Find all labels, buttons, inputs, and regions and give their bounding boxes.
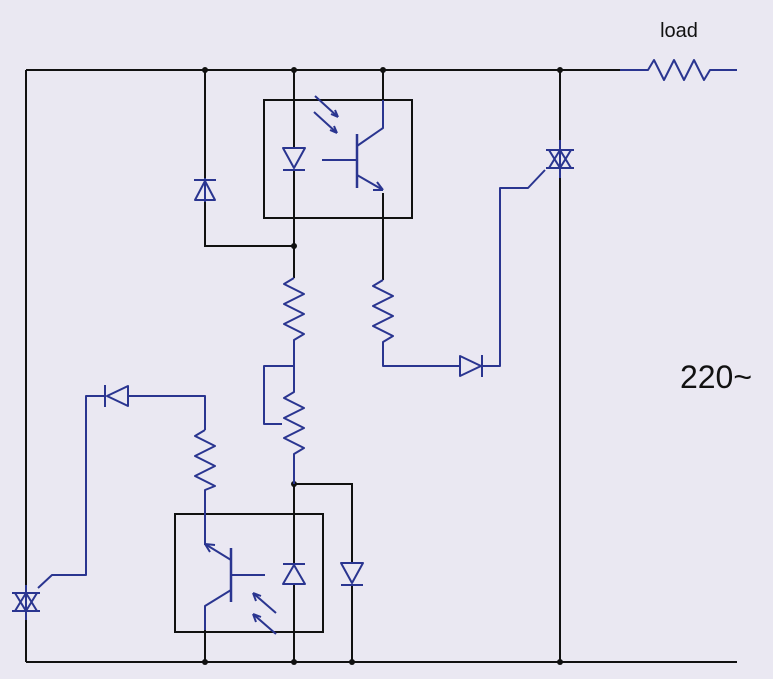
junction-dot	[291, 659, 297, 665]
resistor-upper-center	[283, 277, 305, 366]
optocoupler-bottom-box	[174, 513, 324, 633]
optocoupler-top-box	[263, 99, 413, 219]
junction-dot	[291, 243, 297, 249]
optocoupler-top-light-arrows	[313, 95, 339, 134]
optocoupler-top-led	[282, 147, 306, 171]
junction-dot	[380, 67, 386, 73]
resistor-upper-right	[372, 279, 460, 367]
branch-352	[294, 483, 353, 562]
junction-dot	[557, 659, 563, 665]
diode-left-horizontal	[37, 385, 206, 589]
junction-dot	[202, 659, 208, 665]
triac-left	[12, 585, 40, 620]
triac-right	[546, 140, 574, 178]
junction-dot	[349, 659, 355, 665]
diode-triac-gate	[459, 169, 546, 377]
optocoupler-bottom-light-arrows	[252, 592, 277, 635]
junction-dots	[202, 67, 563, 665]
optocoupler-bottom-phototransistor	[204, 543, 265, 630]
junction-dot	[291, 67, 297, 73]
optocoupler-top-phototransistor	[322, 100, 384, 191]
load-label: load	[660, 20, 698, 42]
resistor-lower-left	[194, 429, 216, 545]
potentiometer-wiper	[263, 365, 294, 425]
load-resistor	[620, 59, 737, 81]
potentiometer	[283, 366, 305, 484]
branch-205-bottom	[204, 200, 294, 247]
mains-voltage-label: 220~	[680, 359, 752, 395]
wires	[25, 69, 737, 663]
optocoupler-bottom-led	[282, 563, 306, 585]
diode-left-vertical	[194, 178, 216, 202]
components	[12, 59, 737, 635]
diode-lower-right	[340, 562, 364, 586]
junction-dot	[557, 67, 563, 73]
junction-dot	[202, 67, 208, 73]
